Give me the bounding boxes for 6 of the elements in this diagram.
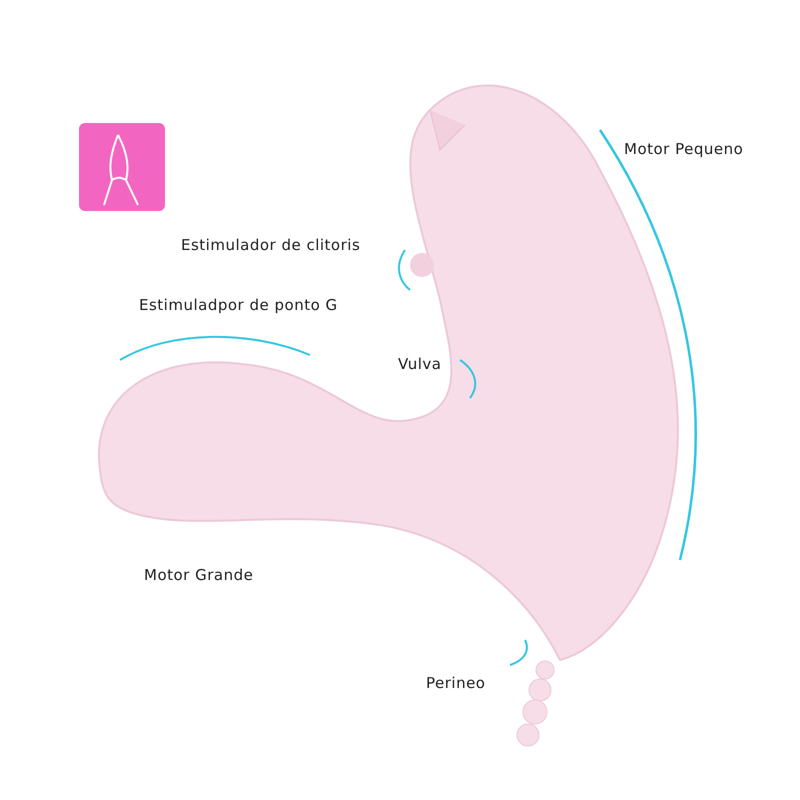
part-label: Vulva bbox=[398, 355, 442, 373]
part-label: Estimuladpor de ponto G bbox=[139, 296, 338, 314]
part-label: Perineo bbox=[426, 674, 486, 692]
part-label: Estimulador de clitoris bbox=[181, 236, 360, 254]
part-label: Motor Pequeno bbox=[624, 140, 744, 158]
part-label: Motor Grande bbox=[144, 566, 254, 584]
